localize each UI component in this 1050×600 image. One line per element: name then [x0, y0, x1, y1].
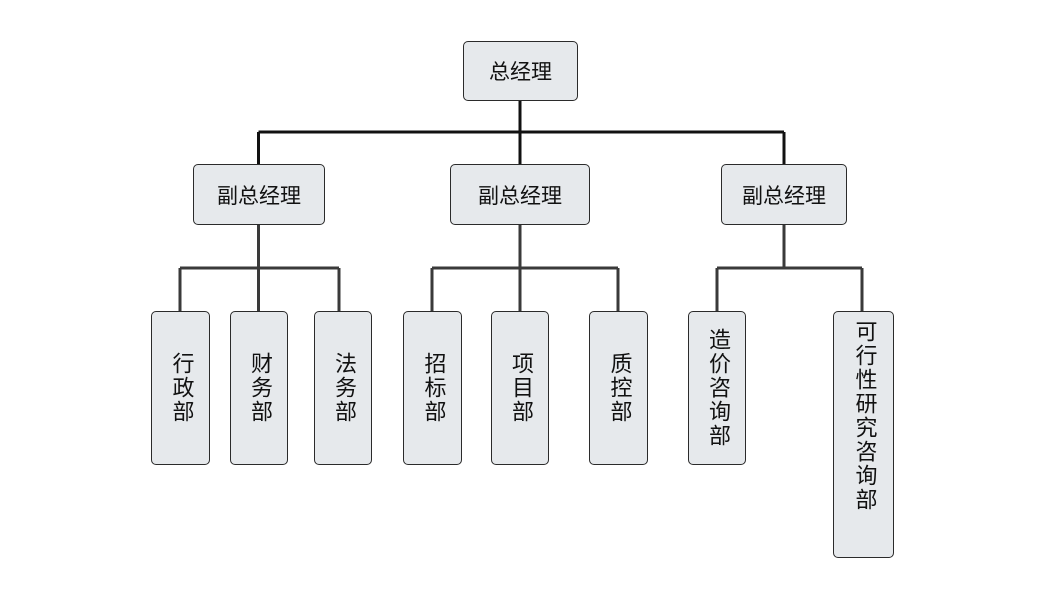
department-box-feasibility-consulting: 可行性研究咨询部 — [833, 311, 894, 558]
department-box-admin: 行政部 — [151, 311, 210, 465]
department-box-bidding: 招标部 — [403, 311, 462, 465]
department-box-cost-consulting: 造价咨询部 — [688, 311, 746, 465]
department-label-bidding: 招标部 — [420, 352, 446, 424]
deputy-manager-box-2: 副总经理 — [450, 164, 590, 225]
department-label-quality: 质控部 — [606, 352, 632, 424]
department-label-legal: 法务部 — [331, 352, 356, 424]
deputy-manager-label-2: 副总经理 — [478, 183, 562, 208]
department-label-admin: 行政部 — [168, 352, 194, 424]
department-box-quality: 质控部 — [589, 311, 648, 465]
department-label-feasibility-consulting: 可行性研究咨询部 — [851, 320, 877, 512]
deputy-manager-label-3: 副总经理 — [742, 183, 826, 208]
department-label-finance: 财务部 — [247, 352, 272, 424]
department-box-legal: 法务部 — [314, 311, 372, 465]
department-label-project: 项目部 — [508, 352, 533, 424]
department-box-project: 项目部 — [491, 311, 549, 465]
general-manager-box: 总经理 — [463, 41, 578, 101]
department-box-finance: 财务部 — [230, 311, 288, 465]
deputy-manager-box-3: 副总经理 — [721, 164, 847, 225]
deputy-manager-label-1: 副总经理 — [217, 183, 301, 208]
department-label-cost-consulting: 造价咨询部 — [705, 328, 730, 448]
general-manager-label: 总经理 — [489, 60, 552, 84]
deputy-manager-box-1: 副总经理 — [193, 164, 325, 225]
